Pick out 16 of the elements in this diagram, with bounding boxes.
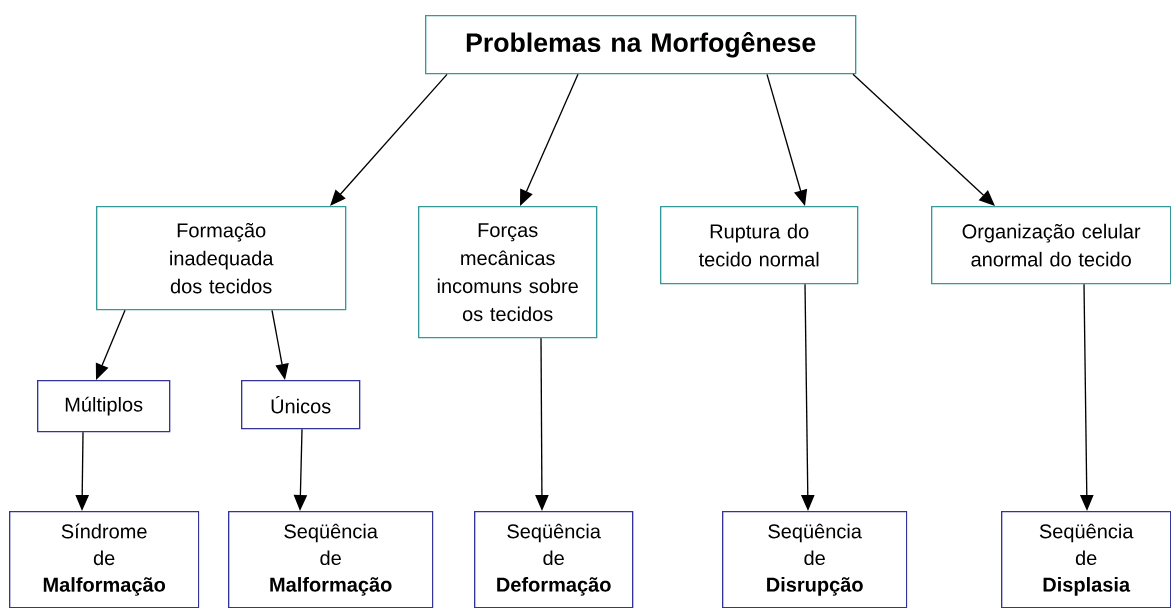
arrow bbox=[95, 309, 126, 380]
arrow bbox=[852, 73, 995, 206]
process-box: Forças mecânicas incomuns sobre os tecidos bbox=[418, 206, 598, 339]
result-box: Seqüência de Disrupção bbox=[722, 511, 908, 608]
arrow bbox=[520, 73, 579, 206]
process-box: Organização celular anormal do tecido bbox=[931, 206, 1171, 285]
title-box: Problemas na Morfogênese bbox=[425, 15, 857, 75]
process-box: Ruptura do tecido normal bbox=[660, 206, 859, 285]
arrow bbox=[330, 73, 448, 206]
result-box: Seqüência de Malformação bbox=[228, 511, 434, 608]
process-box: Formação inadequada dos tecidos bbox=[96, 206, 347, 311]
process-box: Múltiplos bbox=[37, 380, 171, 433]
process-box: Únicos bbox=[241, 380, 361, 430]
result-box: Síndrome de Malformação bbox=[9, 511, 200, 608]
result-box: Seqüência de Displasia bbox=[1001, 511, 1171, 608]
result-box: Seqüência de Deformação bbox=[474, 511, 634, 608]
